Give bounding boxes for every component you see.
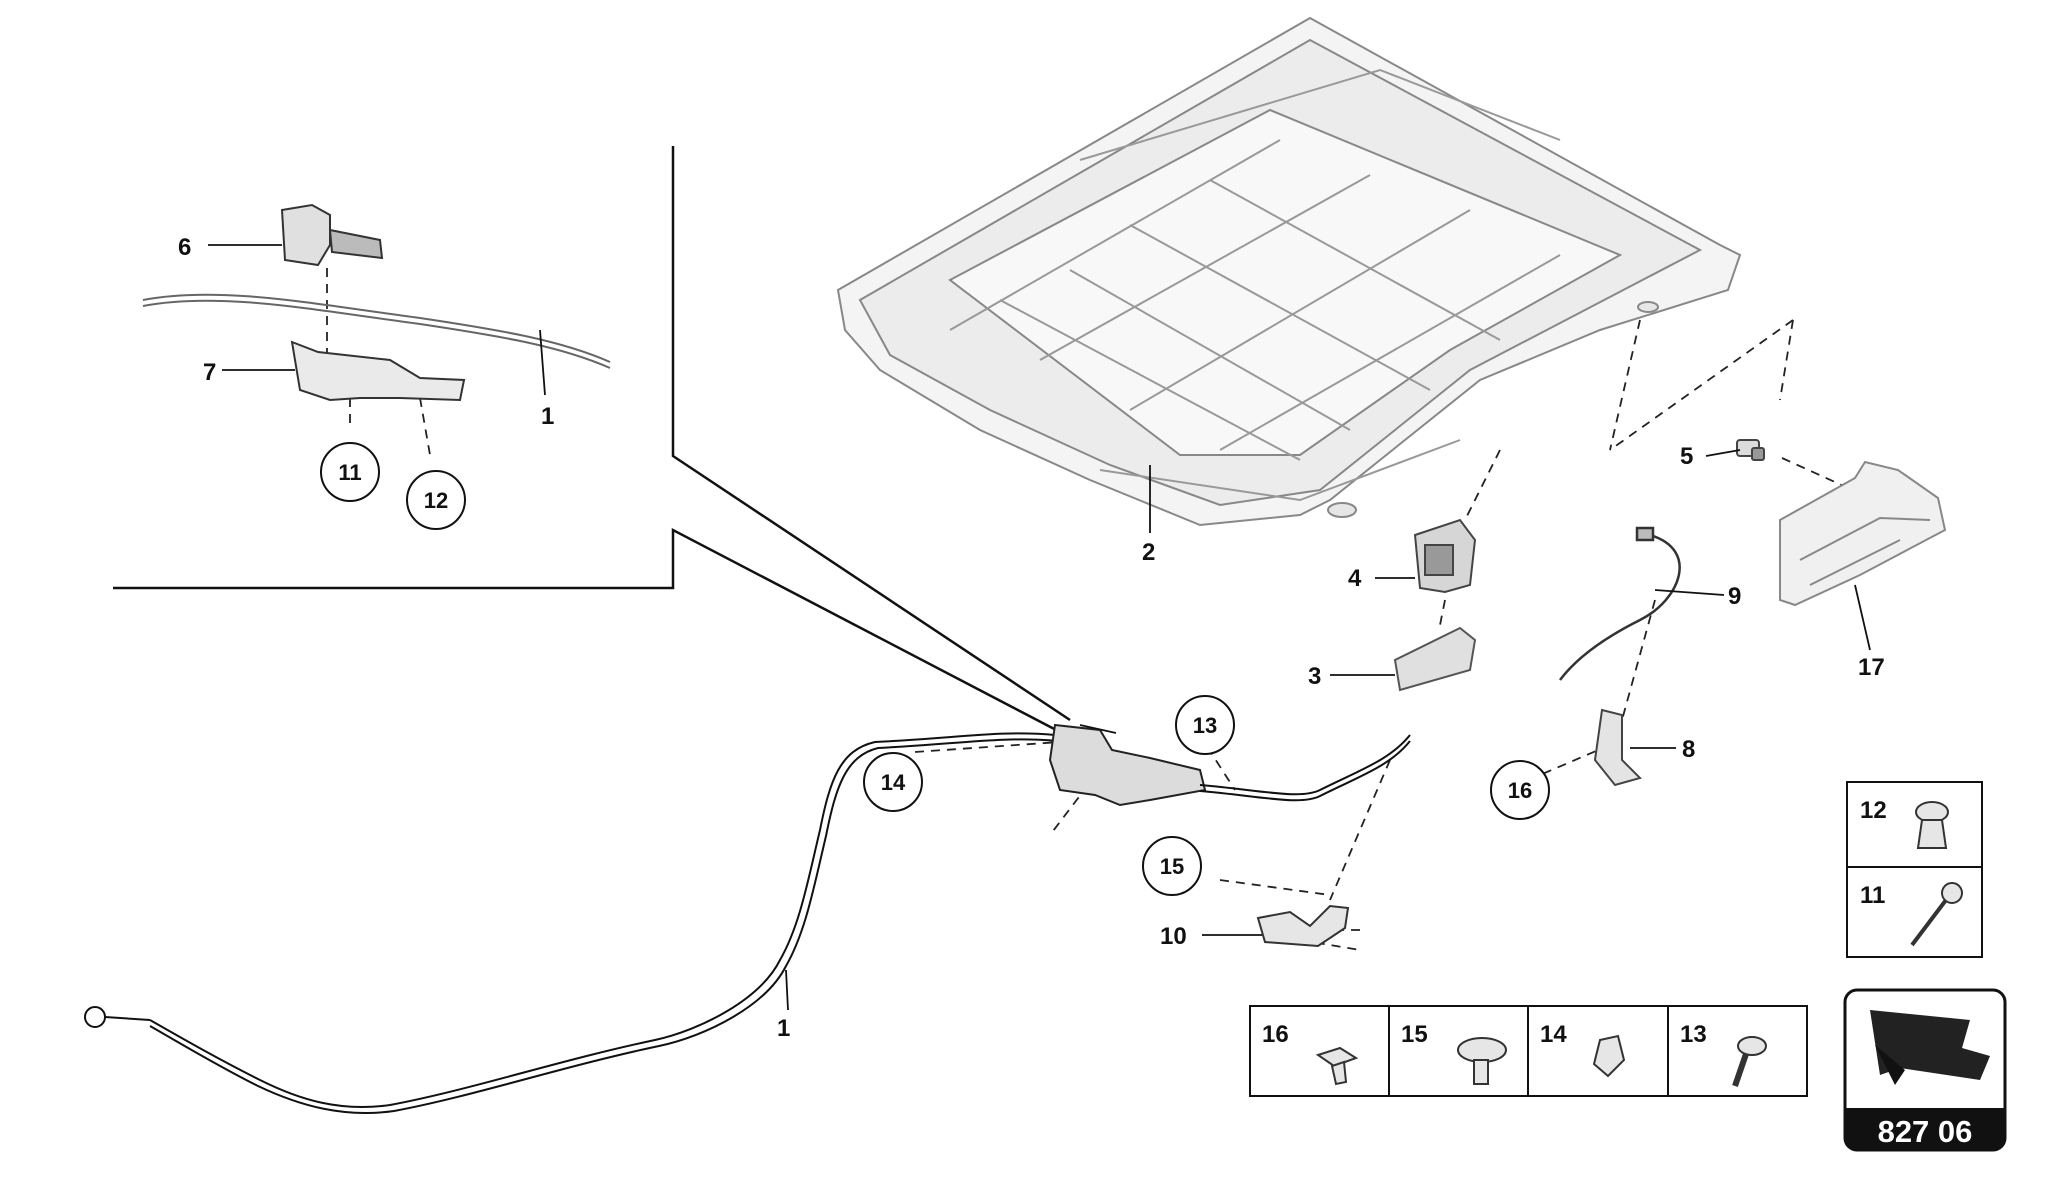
screw-fastener-icon bbox=[1910, 882, 1963, 947]
callout-7: 7 bbox=[203, 359, 216, 386]
release-cable-main bbox=[84, 732, 1059, 1114]
fastener-table-horizontal: 16 15 14 13 bbox=[1249, 1005, 1808, 1097]
fastener-table-vertical: 12 11 bbox=[1846, 781, 1983, 958]
callout-17: 17 bbox=[1858, 654, 1885, 681]
callout-1-inset: 1 bbox=[541, 403, 554, 430]
callout-circle-13: 13 bbox=[1175, 695, 1235, 755]
badge-arrow-icon bbox=[1870, 1010, 1990, 1085]
secondary-cable bbox=[1199, 734, 1411, 802]
fastener-label-11: 11 bbox=[1860, 882, 1885, 909]
inset-cable bbox=[142, 293, 611, 369]
fastener-label-13: 13 bbox=[1680, 1021, 1707, 1048]
hex-bolt-icon bbox=[1732, 1036, 1767, 1087]
section-code: 827 06 bbox=[1878, 1114, 1973, 1149]
leader-lines-solid bbox=[208, 244, 1871, 1011]
bracket-17 bbox=[1779, 460, 1947, 607]
actuator-6 bbox=[280, 203, 384, 267]
callout-6: 6 bbox=[178, 234, 191, 261]
flange-bolt-icon bbox=[1315, 1046, 1359, 1086]
callout-circle-16: 16 bbox=[1490, 760, 1550, 820]
lock-4 bbox=[1413, 518, 1477, 594]
hook-10 bbox=[1256, 904, 1350, 948]
bracket-7 bbox=[290, 340, 466, 402]
callout-8: 8 bbox=[1682, 736, 1695, 763]
callout-5: 5 bbox=[1680, 443, 1693, 470]
svg-text:13: 13 bbox=[1193, 713, 1217, 738]
bracket-8 bbox=[1593, 708, 1642, 787]
callout-10: 10 bbox=[1160, 923, 1187, 950]
release-lever bbox=[1048, 723, 1207, 807]
callout-3: 3 bbox=[1308, 663, 1321, 690]
svg-text:12: 12 bbox=[424, 488, 448, 513]
callout-circle-11: 11 bbox=[320, 442, 380, 502]
callout-labels: 6 7 1 2 4 3 5 9 17 8 10 1 bbox=[178, 234, 1885, 1042]
clip-fastener-icon bbox=[1915, 801, 1949, 849]
cable-9 bbox=[1559, 526, 1681, 681]
callout-2: 2 bbox=[1142, 539, 1155, 566]
washer-bolt-icon bbox=[1457, 1037, 1507, 1085]
inset-frame bbox=[113, 146, 1071, 734]
svg-text:14: 14 bbox=[881, 770, 906, 795]
leader-lines-dashed bbox=[326, 268, 1871, 951]
fastener-label-12: 12 bbox=[1860, 797, 1887, 824]
cover-3 bbox=[1393, 626, 1477, 692]
clip-nut-icon bbox=[1592, 1034, 1626, 1078]
svg-text:16: 16 bbox=[1508, 778, 1532, 803]
circled-callouts: 11 12 13 14 15 16 bbox=[320, 442, 1550, 896]
engine-cover-panel bbox=[836, 16, 1742, 527]
fastener-label-14: 14 bbox=[1540, 1021, 1567, 1048]
callout-4: 4 bbox=[1348, 565, 1362, 592]
fastener-label-15: 15 bbox=[1401, 1021, 1428, 1048]
callout-1-main: 1 bbox=[777, 1015, 790, 1042]
fastener-label-16: 16 bbox=[1262, 1021, 1289, 1048]
section-badge: 827 06 bbox=[1843, 988, 2007, 1152]
callout-9: 9 bbox=[1728, 583, 1741, 610]
svg-text:15: 15 bbox=[1160, 854, 1184, 879]
callout-circle-12: 12 bbox=[406, 470, 466, 530]
clip-5 bbox=[1736, 439, 1765, 461]
callout-circle-14: 14 bbox=[863, 752, 923, 812]
callout-circle-15: 15 bbox=[1142, 836, 1202, 896]
svg-text:11: 11 bbox=[338, 460, 361, 485]
